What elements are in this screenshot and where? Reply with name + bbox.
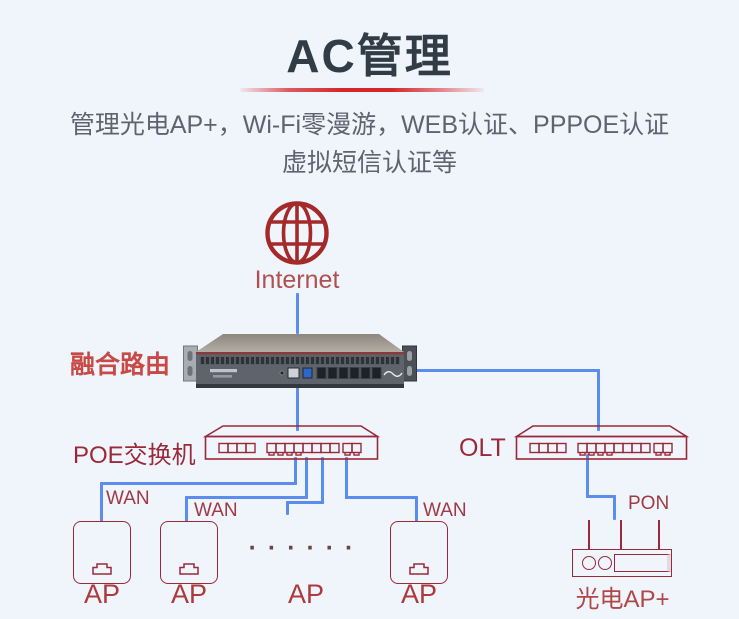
ap-device-4	[390, 521, 448, 584]
antenna-1	[588, 520, 590, 550]
cable-poe-ap3-v2	[286, 501, 289, 515]
cable-poe-ap2-v2	[185, 496, 188, 522]
optical-ap-label: 光电AP+	[575, 586, 670, 613]
router-label: 融合路由	[70, 351, 171, 379]
cable-olt-oap-v2	[613, 495, 616, 520]
internet-label: Internet	[254, 266, 340, 294]
cable-poe-ap3-h	[286, 501, 324, 504]
optical-ap-device	[572, 549, 672, 577]
cable-poe-ap4-v2	[415, 496, 418, 522]
cable-poe-ap1-h	[100, 482, 297, 485]
olt-label: OLT	[459, 434, 506, 462]
cable-poe-ap1-v1	[294, 457, 297, 485]
poe-switch-image	[203, 425, 380, 460]
ap-label-3: AP	[287, 579, 325, 609]
cable-poe-ap2-h	[185, 496, 308, 499]
title-underline	[240, 88, 484, 92]
olt-image	[514, 425, 689, 460]
ap-device-1	[73, 521, 131, 584]
cable-poe-ap4-v1	[345, 457, 348, 499]
wan-label-2: WAN	[194, 500, 238, 521]
cable-poe-ap2-v1	[305, 457, 308, 499]
cable-poe-ap1-v2	[100, 482, 103, 522]
wan-label-3: WAN	[423, 500, 467, 521]
page-title: AC管理	[286, 30, 453, 82]
ap-label-4: AP	[400, 579, 438, 609]
optical-ap-led-2	[598, 556, 612, 570]
optical-ap-panel	[614, 554, 671, 572]
ap-label-2: AP	[170, 579, 208, 609]
router-image	[183, 334, 417, 388]
antenna-2	[620, 520, 622, 550]
ethernet-port-icon	[409, 563, 429, 575]
antenna-3	[658, 520, 660, 550]
optical-ap-led-1	[582, 556, 596, 570]
more-aps-ellipsis: · · · · · ·	[248, 534, 356, 562]
cable-poe-ap4-h	[345, 496, 418, 499]
pon-label: PON	[628, 493, 670, 514]
subtitle-line-1: 管理光电AP+，Wi-Fi零漫游，WEB认证、PPPOE认证	[69, 111, 670, 139]
ethernet-port-icon	[179, 563, 199, 575]
cable-olt-oap-v1	[586, 454, 589, 498]
cable-internet-router	[296, 293, 299, 334]
cable-olt-oap-h	[586, 495, 616, 498]
cable-router-olt-h	[412, 369, 600, 372]
subtitle-line-2: 虚拟短信认证等	[281, 149, 457, 177]
globe-icon	[265, 201, 329, 265]
cable-router-poe	[296, 387, 299, 431]
poe-switch-label: POE交换机	[73, 442, 196, 469]
cable-router-olt-v	[597, 369, 600, 431]
ap-label-1: AP	[83, 579, 121, 609]
ethernet-port-icon	[92, 563, 112, 575]
cable-poe-ap3-v1	[321, 457, 324, 504]
page-subtitle: 管理光电AP+，Wi-Fi零漫游，WEB认证、PPPOE认证 虚拟短信认证等	[0, 106, 739, 182]
wan-label-1: WAN	[106, 488, 150, 509]
ap-device-2	[160, 521, 218, 584]
